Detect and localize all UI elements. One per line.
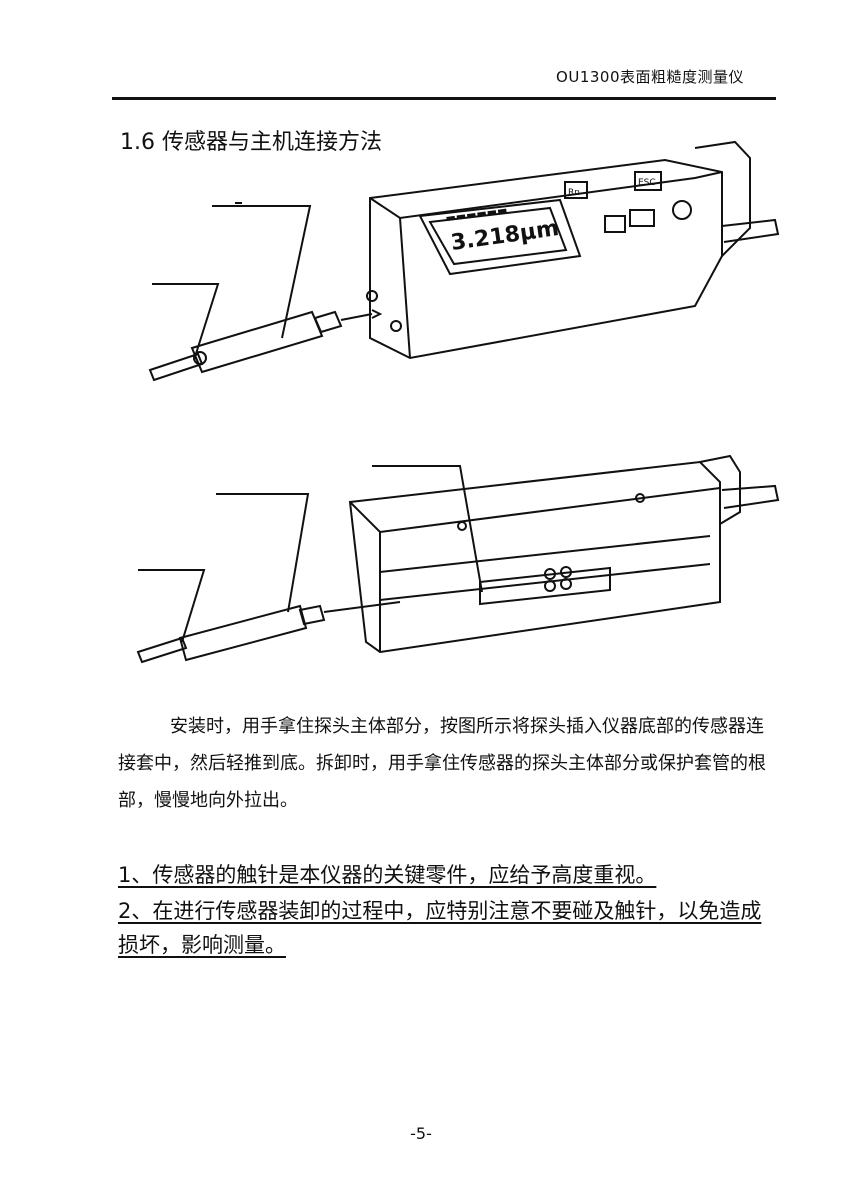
device-end-knob xyxy=(721,484,780,509)
key-left xyxy=(604,215,626,233)
device-body xyxy=(369,158,723,360)
figure-device-top-view: ▬▬▬▬▬▬ 3.218μm Rn ESC xyxy=(148,140,780,382)
key-power xyxy=(672,200,692,220)
device-body xyxy=(348,460,721,654)
leader-line-probe-tip xyxy=(152,283,220,361)
probe-connector xyxy=(298,604,326,626)
probe-body xyxy=(190,310,324,374)
svg-text:Rn: Rn xyxy=(568,188,580,198)
note-1: 1、传感器的触针是本仪器的关键零件，应给予高度重视。 xyxy=(118,863,657,887)
probe-connector xyxy=(313,310,343,334)
leader-line-probe-body xyxy=(212,205,312,339)
device-screen-frame xyxy=(418,198,582,276)
leader-line-connector xyxy=(372,465,483,593)
device-screen xyxy=(428,206,568,266)
key-esc xyxy=(634,171,662,191)
note-2: 2、在进行传感器装卸的过程中，应特别注意不要碰及触针，以免造成损坏，影响测量。 xyxy=(118,899,762,957)
section-heading: 1.6 传感器与主机连接方法 xyxy=(120,130,382,155)
key-enter xyxy=(629,209,655,227)
probe-body xyxy=(178,604,308,662)
figure-device-bottom-view xyxy=(136,454,780,664)
device-end-knob xyxy=(721,218,780,243)
instruction-paragraph: 安装时，用手拿住探头主体部分，按图所示将探头插入仪器底部的传感器连接套中，然后轻… xyxy=(118,716,766,811)
page-number: -5- xyxy=(410,1124,432,1143)
header-title: OU1300表面粗糙度测量仪 xyxy=(556,68,744,86)
probe-tip xyxy=(136,636,188,664)
header-divider xyxy=(112,97,776,100)
svg-text:▬▬▬▬▬▬: ▬▬▬▬▬▬ xyxy=(445,203,509,225)
leader-line-probe-tip xyxy=(138,569,206,643)
svg-text:ESC: ESC xyxy=(638,178,656,188)
key-rn xyxy=(564,181,588,199)
leader-line-probe-body xyxy=(216,493,310,613)
sensor-slot xyxy=(479,566,611,606)
